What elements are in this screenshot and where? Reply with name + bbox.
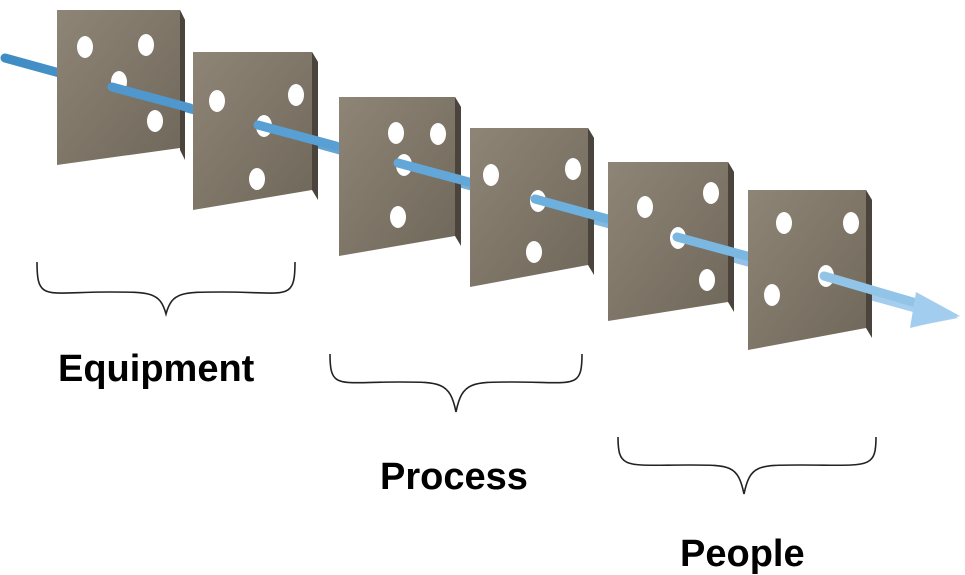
- plate-hole: [388, 122, 404, 144]
- plate-hole: [764, 284, 780, 306]
- group-label-process: Process: [380, 456, 528, 498]
- group-label-equipment: Equipment: [58, 348, 255, 390]
- plate-hole: [776, 212, 792, 234]
- plate-hole: [843, 212, 859, 234]
- barrier-plate: [608, 162, 734, 321]
- plate-hole: [77, 36, 93, 58]
- barrier-plate: [470, 128, 594, 287]
- barrier-plate: [193, 52, 318, 210]
- group-bracket: [617, 436, 877, 495]
- plate-hole: [703, 182, 719, 204]
- plate-hole: [430, 123, 446, 145]
- barrier-plate: [339, 97, 461, 256]
- group-bracket: [329, 353, 583, 413]
- plate-hole: [565, 158, 581, 180]
- plate-hole: [483, 164, 499, 186]
- plate-hole: [288, 84, 304, 106]
- group-bracket: [36, 261, 296, 318]
- plate-hole: [147, 110, 163, 132]
- plate-hole: [699, 269, 715, 291]
- plate-hole: [138, 34, 154, 56]
- plate-hole: [637, 196, 653, 218]
- plate-hole: [390, 206, 406, 228]
- plate-hole: [249, 168, 265, 190]
- group-label-people: People: [680, 533, 805, 575]
- plate-hole: [526, 241, 542, 263]
- barrier-plate: [748, 190, 872, 350]
- plate-hole: [209, 90, 225, 112]
